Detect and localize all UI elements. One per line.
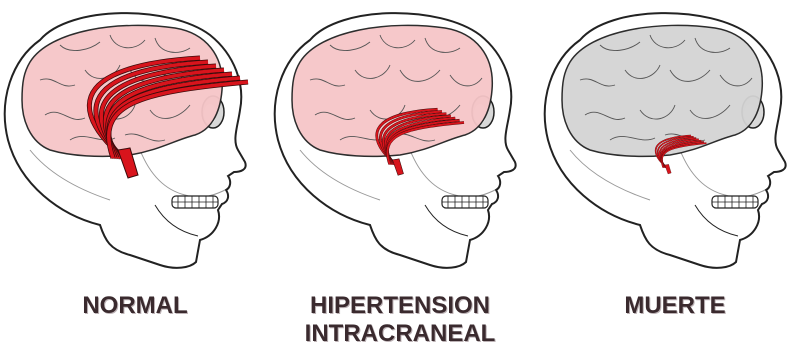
caption-hipertension: HIPERTENSION INTRACRANEAL <box>300 292 500 348</box>
caption-hipertension-line2: INTRACRANEAL <box>300 320 500 348</box>
teeth <box>712 196 758 208</box>
caption-hipertension-line1: HIPERTENSION <box>300 292 500 320</box>
caption-normal-line1: NORMAL <box>82 292 187 319</box>
skull-hipertension <box>270 0 530 280</box>
teeth <box>442 196 488 208</box>
skull-muerte <box>540 0 800 280</box>
caption-muerte-line1: MUERTE <box>624 292 725 319</box>
skull-normal <box>0 0 260 280</box>
teeth <box>172 196 218 208</box>
caption-muerte: MUERTE <box>600 292 750 320</box>
caption-normal: NORMAL <box>60 292 210 320</box>
